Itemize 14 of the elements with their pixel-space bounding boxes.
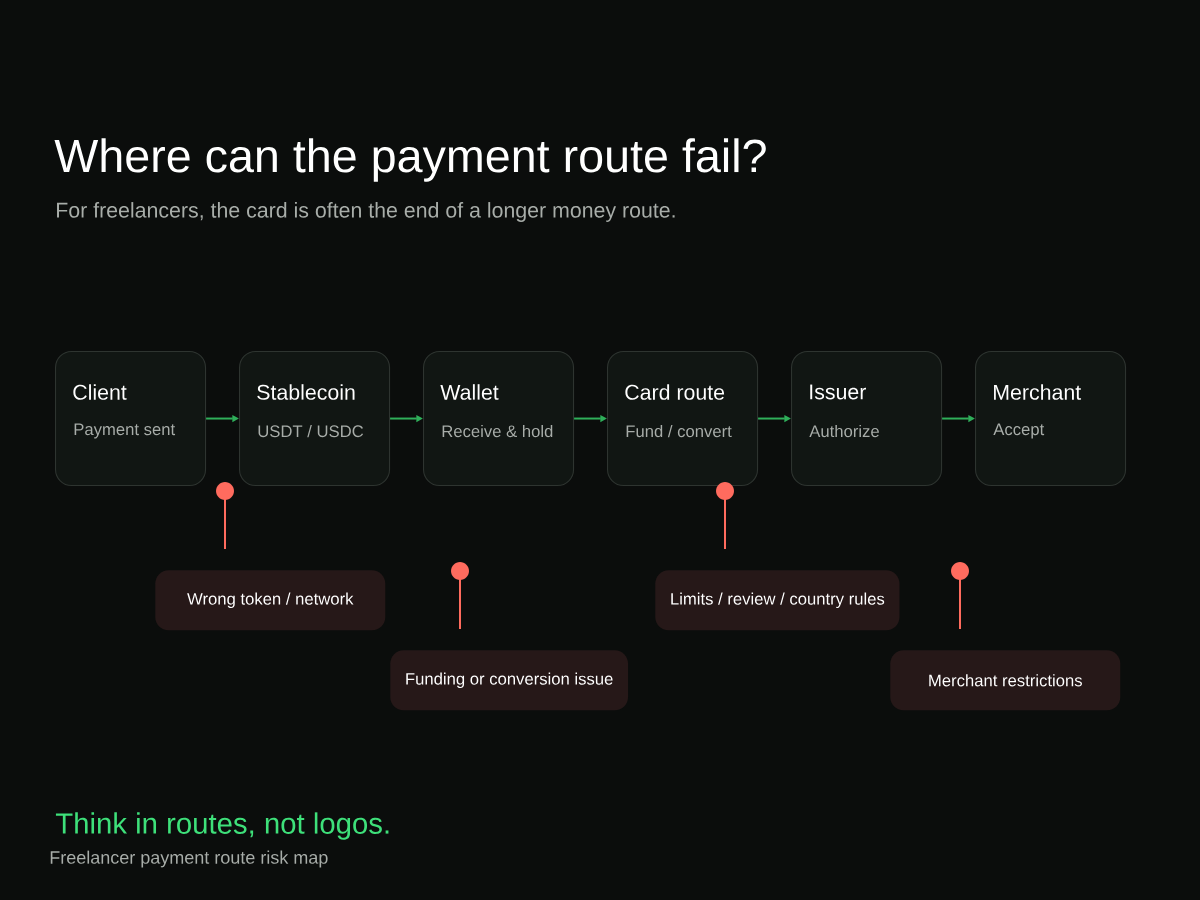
step-box: Issuer Authorize — [791, 351, 943, 487]
footer-text: Freelancer payment route risk map — [50, 850, 328, 868]
risk-callout: Wrong token / network — [155, 570, 386, 631]
risk-callout: Limits / review / country rules — [655, 570, 900, 631]
step-box: Card route Fund / convert — [607, 351, 759, 487]
risk-callout: Funding or conversion issue — [390, 650, 629, 711]
risk-callout: Merchant restrictions — [890, 650, 1121, 711]
step-box: Merchant Accept — [975, 351, 1127, 487]
step-box: Stablecoin USDT / USDC — [239, 351, 391, 487]
subtitle: For freelancers, the card is often the end of a longer money route. — [57, 202, 675, 222]
title: Where can the payment route fail? — [54, 138, 766, 182]
step-box: Wallet Receive & hold — [423, 351, 575, 487]
step-box: Client Payment sent — [55, 351, 207, 487]
tagline: Think in routes, not logos. — [55, 812, 389, 840]
